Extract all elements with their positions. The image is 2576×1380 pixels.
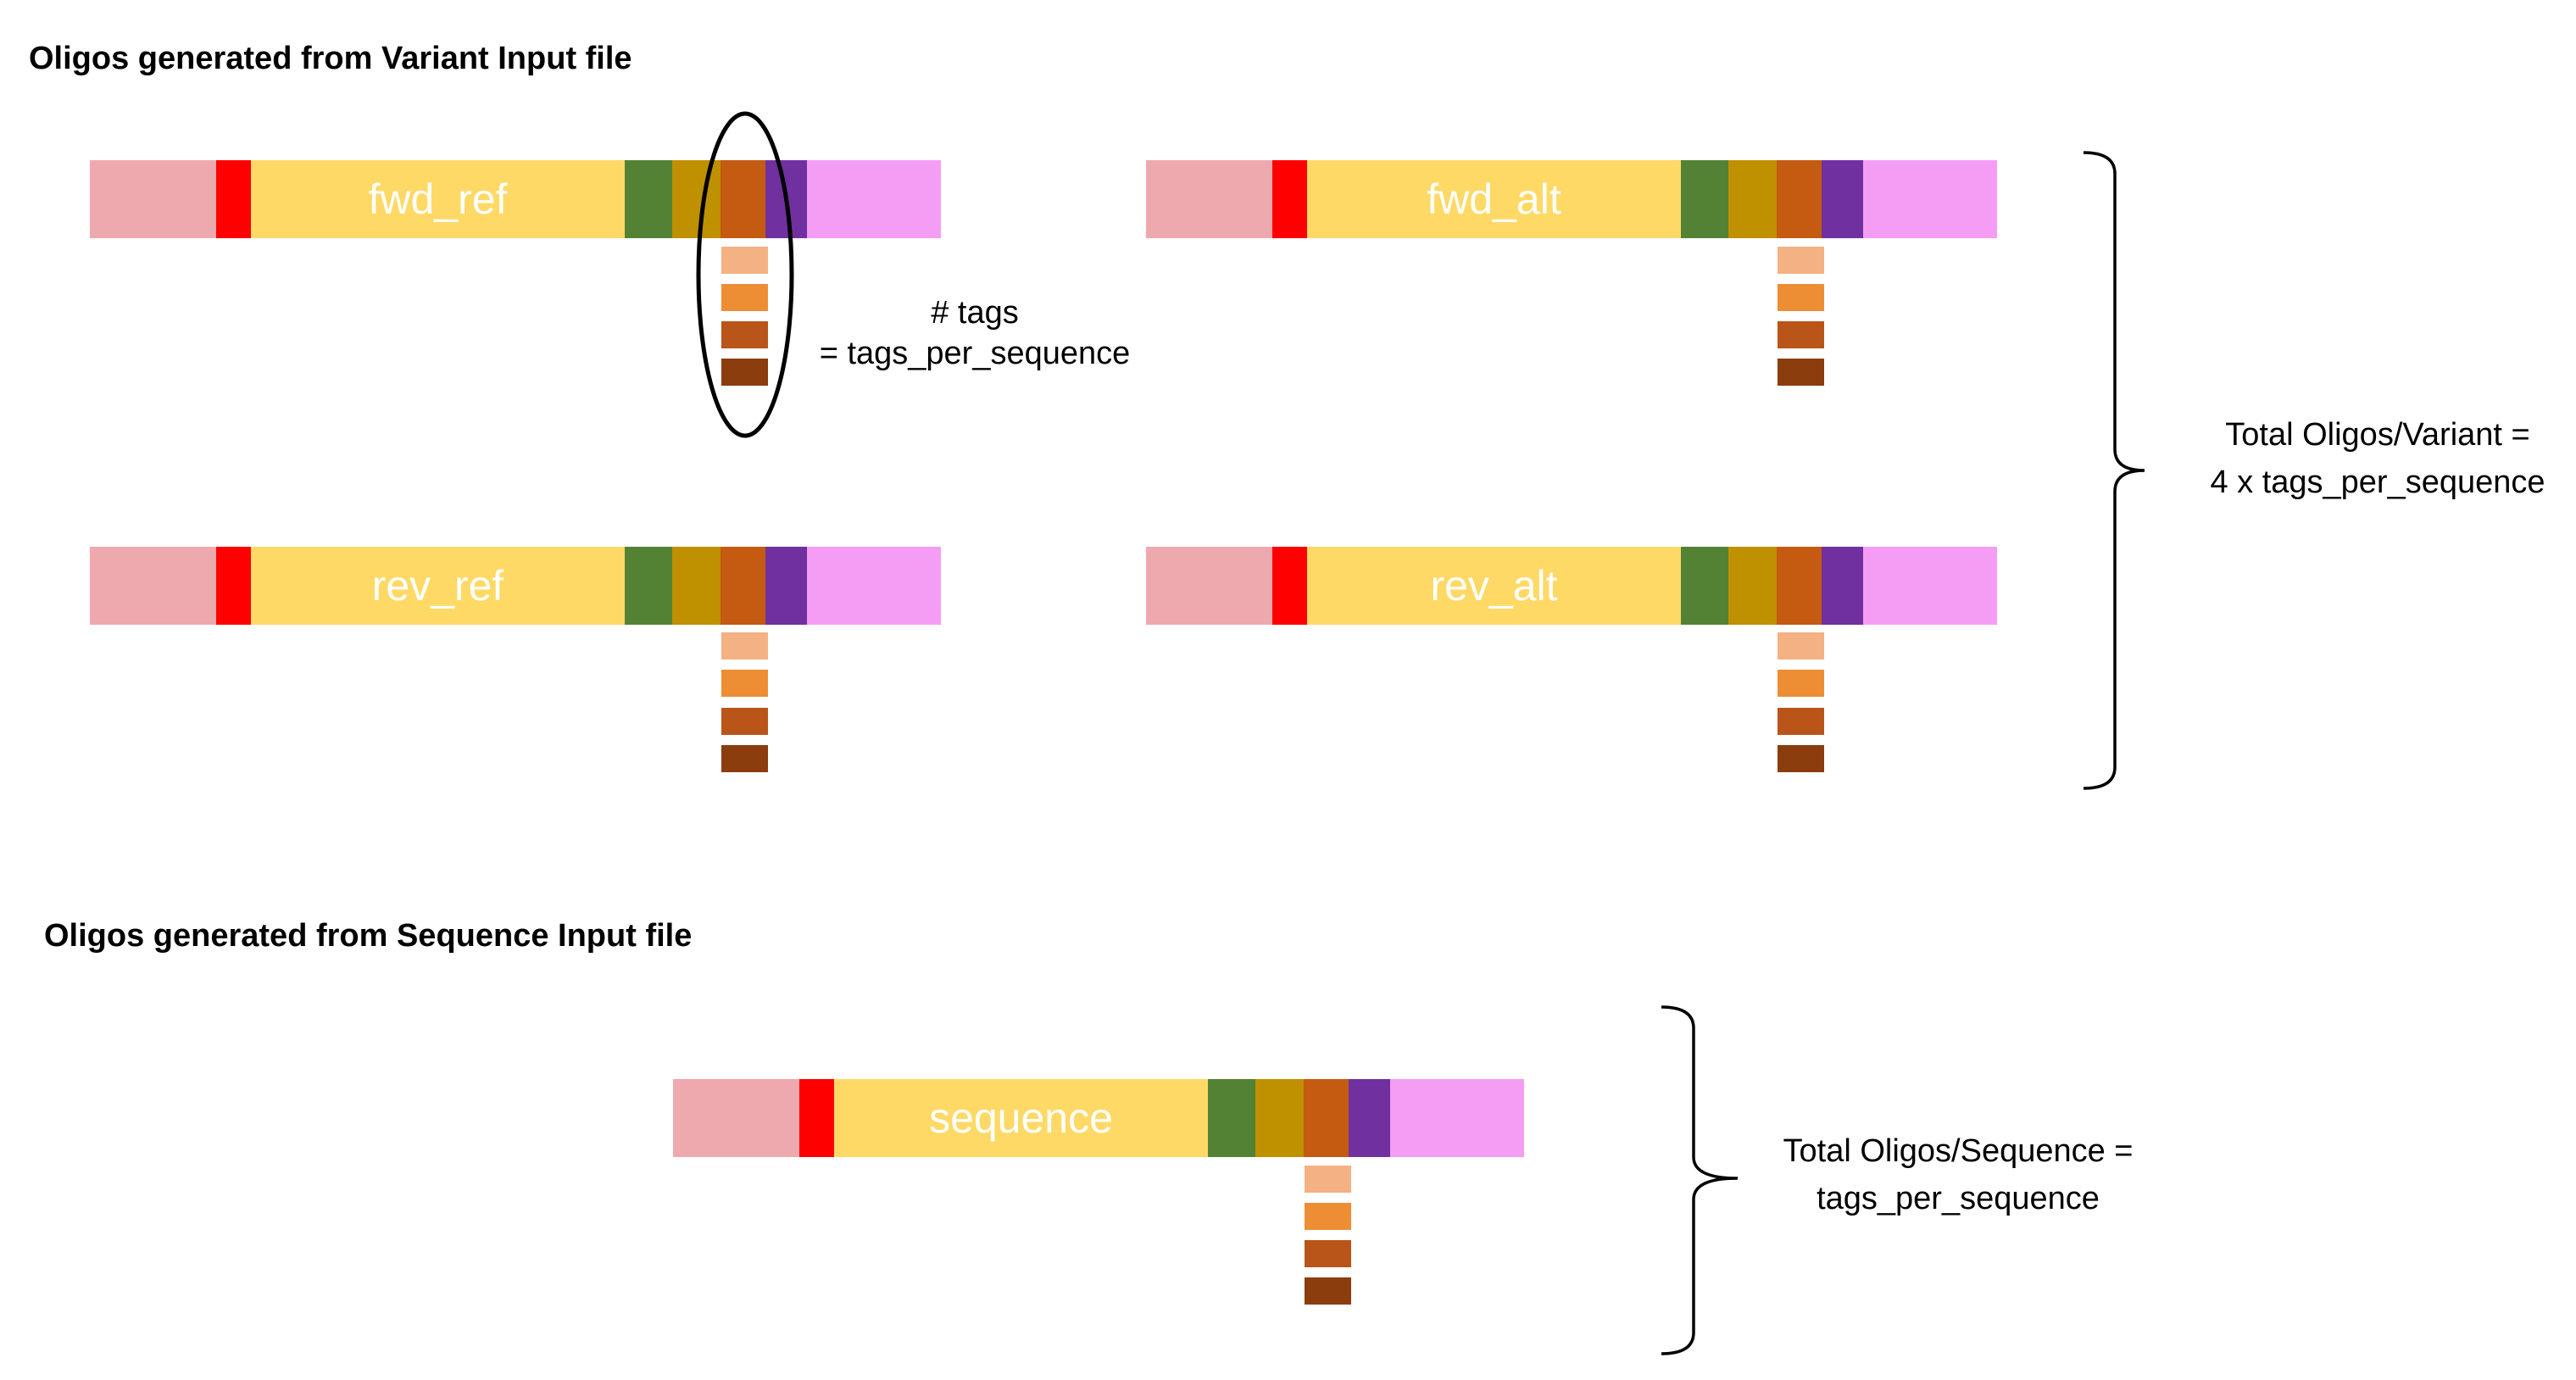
oligo-rev-ref: rev_ref: [90, 547, 941, 625]
tags-annotation: # tags = tags_per_sequence: [814, 292, 1136, 374]
green-segment: [1681, 160, 1728, 238]
tag-variant-1: [1305, 1166, 1351, 1193]
variant-total-line2: 4 x tags_per_sequence: [2210, 465, 2545, 500]
oligo-fwd-ref: fwd_ref: [90, 160, 941, 238]
adapter-3-segment: [1863, 547, 1997, 625]
tag-variant-4: [1778, 359, 1824, 386]
oligo-label: fwd_alt: [1427, 175, 1561, 223]
tag-variant-2: [721, 670, 768, 697]
variant-total-annotation: Total Oligos/Variant = 4 x tags_per_sequ…: [2191, 411, 2564, 506]
gold-segment: [1728, 547, 1777, 625]
tag-variant-3: [1778, 708, 1824, 735]
green-segment: [625, 547, 672, 625]
purple-segment: [1822, 160, 1863, 238]
green-segment: [1681, 547, 1728, 625]
tag-ellipse: [696, 111, 794, 438]
tag-segment: [721, 547, 765, 625]
purple-segment: [1822, 547, 1863, 625]
adapter-5-segment: [673, 1079, 799, 1157]
adapter-5-segment: [1146, 547, 1272, 625]
tag-variant-1: [721, 632, 768, 659]
tag-variant-2: [1778, 284, 1824, 311]
tag-variant-1: [721, 247, 768, 274]
oligo-label: rev_ref: [371, 562, 504, 609]
gold-segment: [1255, 1079, 1304, 1157]
tag-variant-4: [1778, 745, 1824, 772]
sequence-segment: [251, 160, 625, 238]
tag-segment: [1304, 1079, 1349, 1157]
tag-variant-4: [721, 359, 768, 386]
sequence-brace: [1661, 1005, 1739, 1355]
tag-variant-2: [721, 284, 768, 311]
adapter-3-segment: [807, 547, 941, 625]
tag-variant-3: [1305, 1240, 1351, 1267]
sequence-total-line1: Total Oligos/Sequence =: [1783, 1133, 2134, 1169]
sequence-total-annotation: Total Oligos/Sequence = tags_per_sequenc…: [1755, 1127, 2162, 1222]
adapter-3-segment: [1863, 160, 1997, 238]
gold-segment: [672, 547, 721, 625]
purple-segment: [1349, 1079, 1390, 1157]
tag-variant-1: [1778, 247, 1824, 274]
sequence-segment: [834, 1079, 1208, 1157]
oligo-label: sequence: [929, 1094, 1113, 1142]
tags-annotation-line2: = tags_per_sequence: [819, 336, 1131, 371]
tag-variant-1: [1778, 632, 1824, 659]
green-segment: [1208, 1079, 1255, 1157]
adapter-3-segment: [1390, 1079, 1524, 1157]
oligo-rev-alt: rev_alt: [1146, 547, 1997, 625]
sequence-segment: [1307, 160, 1681, 238]
restriction-site-segment: [1272, 547, 1307, 625]
tag-variant-2: [1778, 670, 1824, 697]
purple-segment: [765, 547, 807, 625]
tags-annotation-line1: # tags: [931, 295, 1019, 331]
restriction-site-segment: [216, 547, 251, 625]
tag-segment: [721, 160, 765, 238]
oligo-label: rev_alt: [1430, 562, 1558, 609]
gold-segment: [1728, 160, 1777, 238]
tag-variant-3: [721, 321, 768, 348]
tag-variant-2: [1305, 1203, 1351, 1230]
restriction-site-segment: [1272, 160, 1307, 238]
oligo-label: fwd_ref: [368, 175, 508, 223]
sequence-total-line2: tags_per_sequence: [1817, 1181, 2100, 1216]
sequence-segment: [251, 547, 625, 625]
variant-section-title: Oligos generated from Variant Input file: [29, 41, 632, 76]
variant-total-line1: Total Oligos/Variant =: [2225, 417, 2530, 453]
variant-brace: [2083, 151, 2145, 790]
adapter-5-segment: [90, 547, 216, 625]
restriction-site-segment: [799, 1079, 834, 1157]
tag-variant-3: [721, 708, 768, 735]
oligo-sequence: sequence: [673, 1079, 1524, 1157]
sequence-section-title: Oligos generated from Sequence Input fil…: [44, 918, 693, 954]
tag-variant-4: [721, 745, 768, 772]
gold-segment: [672, 160, 721, 238]
sequence-segment: [1307, 547, 1681, 625]
adapter-5-segment: [1146, 160, 1272, 238]
green-segment: [625, 160, 672, 238]
restriction-site-segment: [216, 160, 251, 238]
tag-segment: [1777, 160, 1822, 238]
adapter-5-segment: [90, 160, 216, 238]
oligo-fwd-alt: fwd_alt: [1146, 160, 1997, 238]
tag-variant-4: [1305, 1277, 1351, 1305]
adapter-3-segment: [807, 160, 941, 238]
tag-segment: [1777, 547, 1822, 625]
tag-variant-3: [1778, 321, 1824, 348]
